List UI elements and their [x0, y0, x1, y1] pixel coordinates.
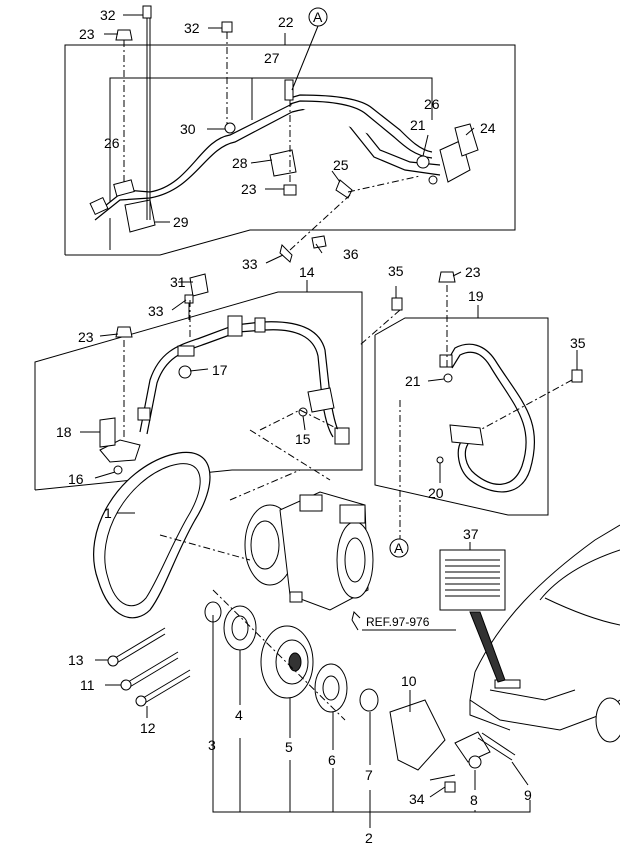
- bolt-32a-head: [142, 5, 152, 19]
- label-21a: 21: [410, 117, 426, 133]
- label-31: 31: [170, 274, 186, 290]
- reference-callout: REF.97-976: [351, 611, 456, 631]
- label-8: 8: [470, 792, 478, 808]
- label-7: 7: [365, 767, 373, 783]
- label-36: 36: [343, 246, 359, 262]
- label-35b: 35: [570, 335, 586, 351]
- label-32a: 32: [100, 7, 116, 23]
- label-a-top: A: [313, 9, 323, 25]
- label-14: 14: [299, 264, 315, 280]
- label-32b: 32: [184, 20, 200, 36]
- label-a-bottom: A: [394, 540, 404, 556]
- pulley-parts: [204, 589, 379, 721]
- label-28: 28: [232, 155, 248, 171]
- marker-a-bottom: [389, 538, 409, 558]
- label-24: 24: [480, 120, 496, 136]
- label-21b: 21: [405, 373, 421, 389]
- label-25: 25: [333, 157, 349, 173]
- bolt-32b-head: [221, 21, 233, 33]
- label-23d: 23: [78, 329, 94, 345]
- label-12: 12: [140, 720, 156, 736]
- upper-hose-lines: [89, 79, 479, 233]
- label-11: 11: [80, 677, 95, 693]
- mounting-bolts: [107, 627, 191, 707]
- lower-right-hose-lines: [359, 271, 583, 540]
- label-16: 16: [68, 471, 84, 487]
- nut-23a: [115, 29, 133, 41]
- label-1: 1: [104, 505, 112, 521]
- label-33b: 33: [148, 303, 164, 319]
- upper-bolts: [115, 5, 421, 263]
- label-26b: 26: [424, 96, 440, 112]
- compressor: [244, 491, 374, 611]
- bracket: [389, 690, 516, 793]
- label-19: 19: [468, 288, 484, 304]
- label-6: 6: [328, 752, 336, 768]
- label-3: 3: [208, 737, 216, 753]
- drive-belt: [93, 451, 211, 619]
- leader-lines: [80, 14, 578, 798]
- label-23a: 23: [79, 26, 95, 42]
- label-10: 10: [401, 673, 417, 689]
- label-26a: 26: [104, 135, 120, 151]
- bottom-leader-bracket: [212, 615, 531, 828]
- label-29: 29: [173, 214, 189, 230]
- lower-right-hose-box: [374, 305, 549, 516]
- label-33a: 33: [242, 256, 258, 272]
- label-17: 17: [212, 362, 228, 378]
- label-30: 30: [180, 121, 196, 137]
- label-5: 5: [285, 739, 293, 755]
- label-23b: 23: [241, 181, 257, 197]
- label-34: 34: [409, 791, 425, 807]
- callout-labels: 32 23 32 22 A 27 26 26 21 24 30 28 25 23…: [56, 7, 586, 846]
- label-22: 22: [278, 14, 294, 30]
- label-15: 15: [295, 431, 311, 447]
- upper-hose-assembly-box: [64, 33, 516, 256]
- label-2: 2: [365, 830, 373, 846]
- label-13: 13: [68, 652, 84, 668]
- label-23c: 23: [465, 264, 481, 280]
- reference-text: REF.97-976: [366, 615, 430, 629]
- label-9: 9: [524, 787, 532, 803]
- lower-left-hose-lines: [99, 273, 350, 475]
- caution-label: [439, 542, 506, 683]
- lower-left-hose-box: [34, 280, 363, 491]
- label-35a: 35: [388, 263, 404, 279]
- label-37: 37: [463, 526, 479, 542]
- label-20: 20: [428, 485, 444, 501]
- label-18: 18: [56, 424, 72, 440]
- label-27: 27: [264, 50, 280, 66]
- label-4: 4: [235, 707, 243, 723]
